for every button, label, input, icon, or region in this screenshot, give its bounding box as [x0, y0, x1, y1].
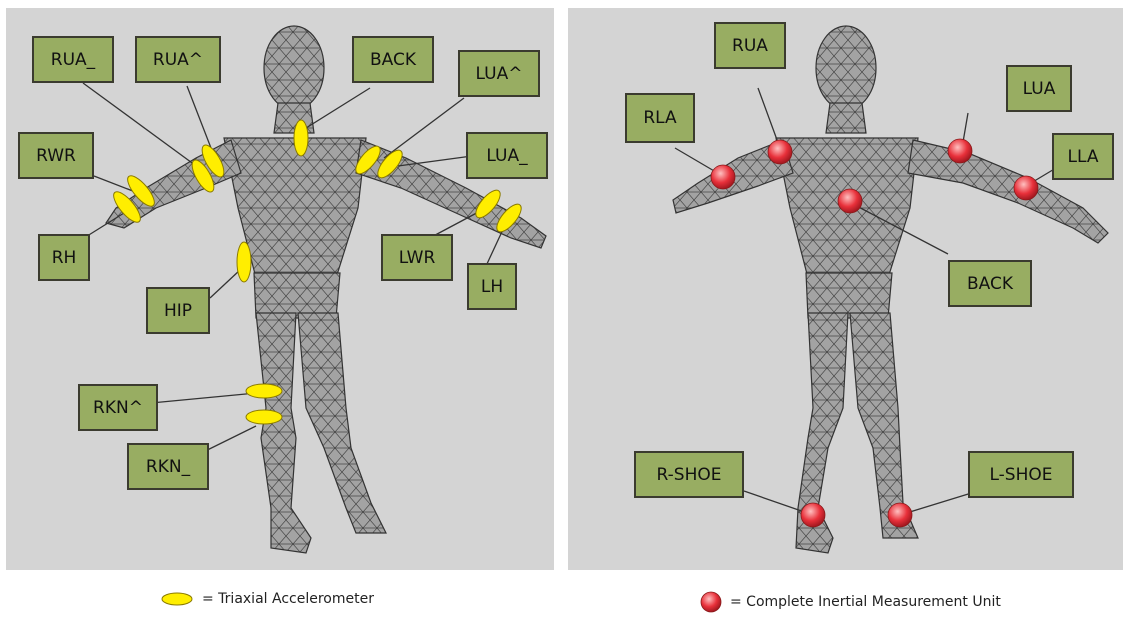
imu-panel: RUA LUA RLA LLA BACK R-SHOE L-SHOE [568, 8, 1123, 570]
legend-accelerometer: = Triaxial Accelerometer [160, 591, 374, 607]
sensor-lshoe [888, 503, 912, 527]
label-rkn-low: RKN_ [127, 443, 209, 490]
label-hip: HIP [146, 287, 210, 334]
sensor-rkn-low [246, 410, 282, 424]
imu-legend-icon [700, 591, 722, 613]
label-lua-low: LUA_ [466, 132, 548, 179]
label-rua-low: RUA_ [32, 36, 114, 83]
label-rshoe: R-SHOE [634, 451, 744, 498]
label-back: BACK [352, 36, 434, 83]
label-rua: RUA [714, 22, 786, 69]
sensor-rshoe [801, 503, 825, 527]
label-lla: LLA [1052, 133, 1114, 180]
label-lshoe: L-SHOE [968, 451, 1074, 498]
sensor-hip [237, 242, 251, 282]
legend-imu: = Complete Inertial Measurement Unit [700, 591, 1001, 613]
label-rkn-up: RKN^ [78, 384, 158, 431]
label-rwr: RWR [18, 132, 94, 179]
legend-imu-text: = Complete Inertial Measurement Unit [730, 594, 1001, 610]
label-lh: LH [467, 263, 517, 310]
accelerometer-panel: RUA_ RUA^ BACK LUA^ LUA_ RWR RH HIP LWR … [6, 8, 554, 570]
sensor-rua [768, 140, 792, 164]
sensor-lua [948, 139, 972, 163]
legend-accelerometer-text: = Triaxial Accelerometer [202, 591, 374, 607]
label-rua-up: RUA^ [135, 36, 221, 83]
sensor-rkn-up [246, 384, 282, 398]
label-lua-up: LUA^ [458, 50, 540, 97]
label-lwr: LWR [381, 234, 453, 281]
label-back: BACK [948, 260, 1032, 307]
label-lua: LUA [1006, 65, 1072, 112]
label-rla: RLA [625, 93, 695, 143]
sensor-rla [711, 165, 735, 189]
accelerometer-legend-icon [160, 591, 194, 607]
sensor-lla [1014, 176, 1038, 200]
label-rh: RH [38, 234, 90, 281]
sensor-back [838, 189, 862, 213]
sensor-back [294, 120, 308, 156]
